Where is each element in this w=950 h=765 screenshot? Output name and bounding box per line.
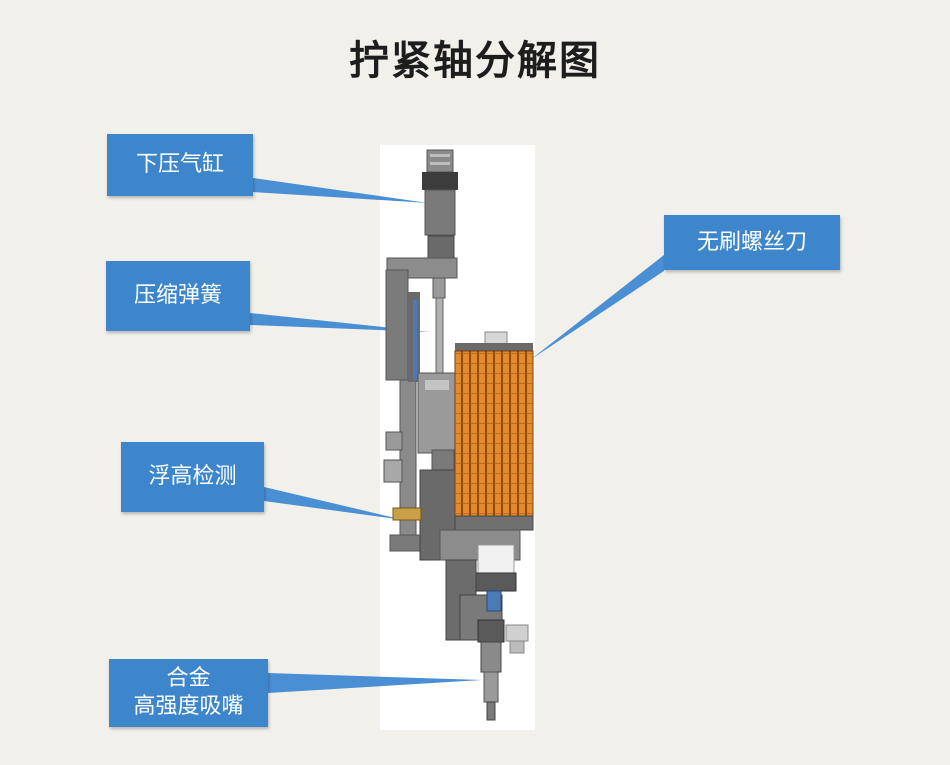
nozzle-pointer xyxy=(268,673,482,693)
label-cylinder: 下压气缸 xyxy=(107,134,253,196)
frame-rail xyxy=(383,269,421,552)
label-nozzle: 合金 高强度吸嘴 xyxy=(109,659,268,727)
nozzle-part xyxy=(480,641,502,721)
spring-pointer xyxy=(250,313,430,332)
motor-part xyxy=(454,331,534,531)
label-screwdriver: 无刷螺丝刀 xyxy=(664,215,840,270)
page-title: 拧紧轴分解图 xyxy=(349,38,601,84)
label-float-detect: 浮高检测 xyxy=(121,442,264,512)
spring-rod xyxy=(432,277,446,374)
cylinder-part xyxy=(386,149,458,279)
lower-body xyxy=(439,529,529,654)
screwdriver-pointer xyxy=(530,255,664,360)
middle-block xyxy=(392,372,459,561)
float-pointer xyxy=(264,487,404,520)
label-spring: 压缩弹簧 xyxy=(106,261,250,331)
cylinder-pointer xyxy=(253,178,428,203)
